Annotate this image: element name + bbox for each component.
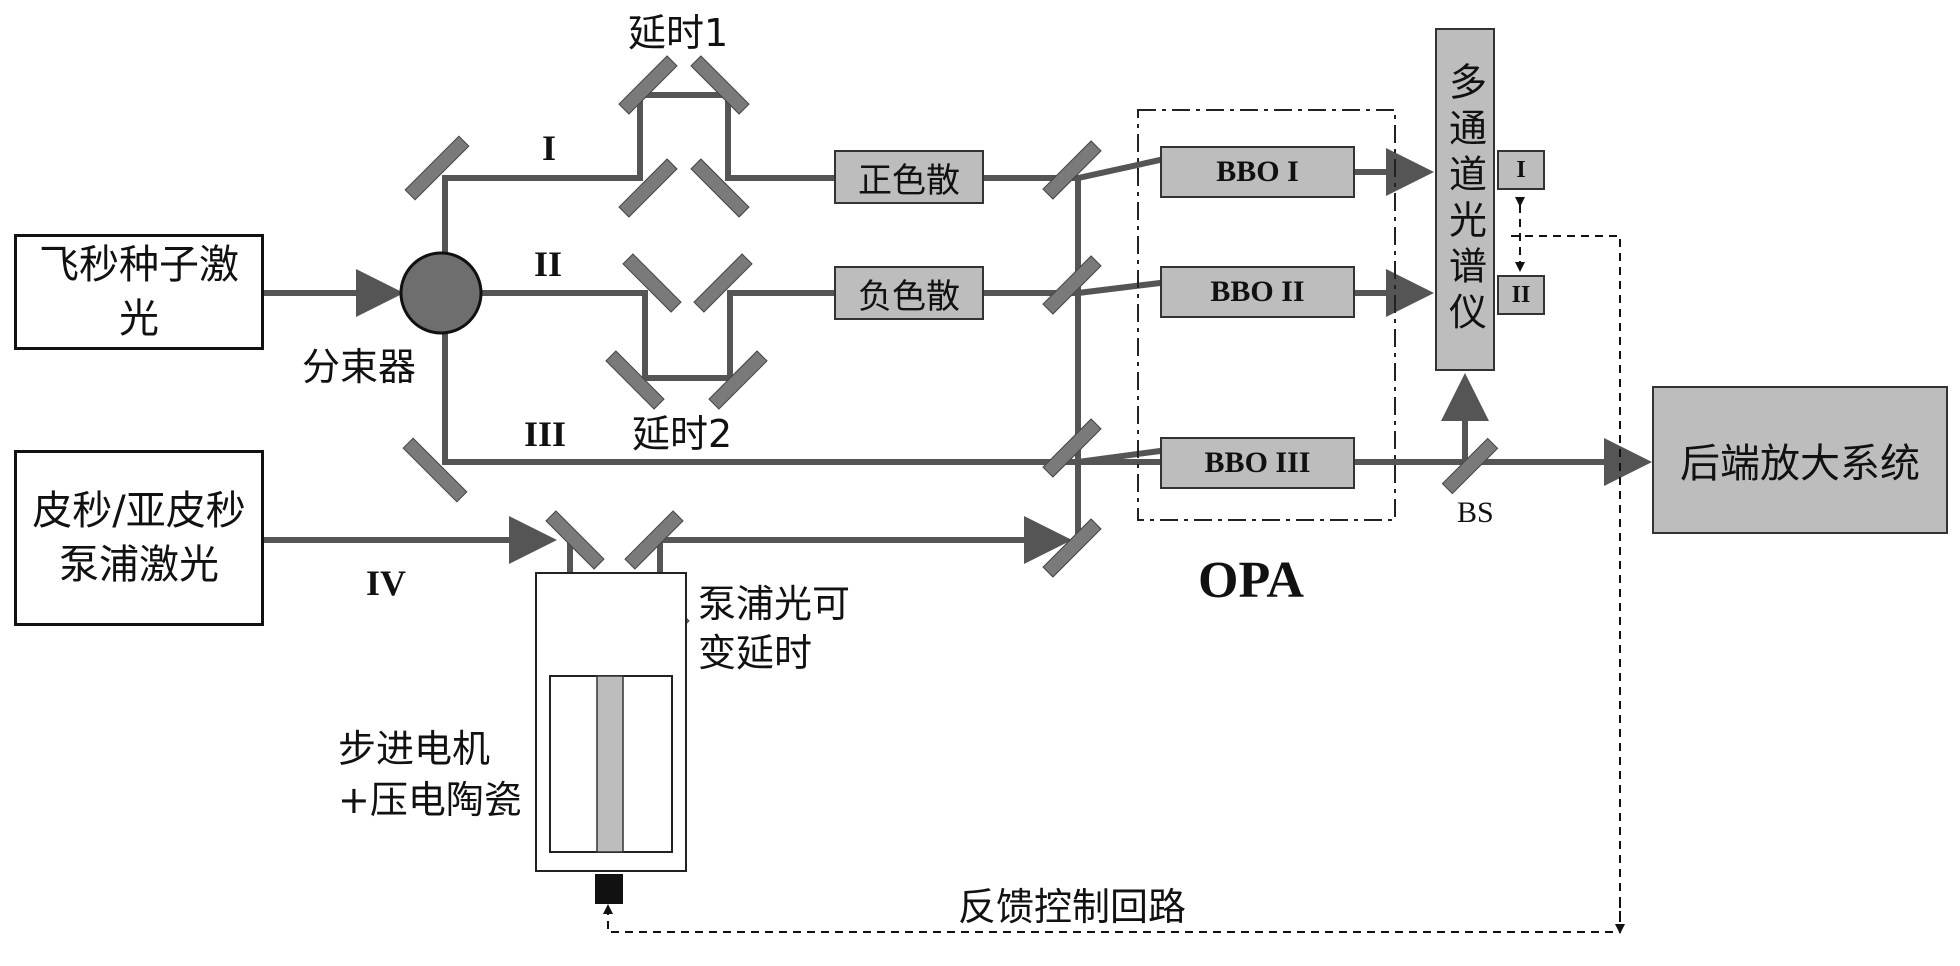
path-1-label: I <box>542 128 557 168</box>
spectrometer-port-2: II <box>1497 275 1545 315</box>
delay-2-mirror-c <box>708 350 768 410</box>
delay-2-label: 延时2 <box>632 412 733 456</box>
pump-laser-box: 皮秒/亚皮秒泵浦激光 <box>14 450 264 626</box>
bs-label: BS <box>1457 496 1494 529</box>
dichroic-mirror-2 <box>1042 255 1102 315</box>
dichroic-mirror-4 <box>1042 518 1102 578</box>
spectrometer-port-2-label: II <box>1511 281 1531 308</box>
pump-laser-label: 皮秒/亚皮秒泵浦激光 <box>32 488 246 588</box>
mirror-path-1 <box>404 135 470 201</box>
bbo-2-box: BBO II <box>1160 266 1355 318</box>
positive-dispersion-label: 正色散 <box>858 160 960 201</box>
seed-laser-box: 飞秒种子激光 <box>14 234 264 350</box>
delay-1-mirror-c <box>690 55 750 115</box>
bbo-2-label: BBO II <box>1210 275 1305 308</box>
motor-actuator <box>595 874 623 904</box>
motor-label: 步进电机+压电陶瓷 <box>338 727 522 823</box>
bs-mirror <box>1441 437 1499 495</box>
delay-2-mirror-d <box>693 253 753 313</box>
beam-splitter-icon <box>399 251 483 335</box>
bbo-3-box: BBO III <box>1160 437 1355 489</box>
delay-2-mirror-b <box>605 350 665 410</box>
spectrometer-port-1-label: I <box>1516 156 1526 183</box>
delay-2-mirror-a <box>622 253 682 313</box>
path-2-label: II <box>534 244 563 284</box>
seed-laser-label: 飞秒种子激光 <box>39 242 239 342</box>
feedback-loop-label: 反馈控制回路 <box>958 885 1187 929</box>
delay-2-loop <box>642 290 733 381</box>
positive-dispersion-box: 正色散 <box>834 150 984 204</box>
spectrometer-label: 多通道光谱仪 <box>1442 61 1487 338</box>
spectrometer-box: 多通道光谱仪 <box>1435 28 1495 371</box>
path-3-label: III <box>524 414 567 454</box>
bbo-3-label: BBO III <box>1204 446 1311 479</box>
backend-amplifier-box: 后端放大系统 <box>1652 386 1948 534</box>
delay-1-label: 延时1 <box>628 11 729 55</box>
bbo-1-label: BBO I <box>1216 155 1299 188</box>
negative-dispersion-label: 负色散 <box>858 276 960 317</box>
bbo-1-box: BBO I <box>1160 146 1355 198</box>
opa-region <box>1137 109 1396 521</box>
delay-1-mirror-b <box>618 55 678 115</box>
mirror-path-3 <box>402 437 468 503</box>
negative-dispersion-box: 负色散 <box>834 266 984 320</box>
dichroic-mirror-1 <box>1042 140 1102 200</box>
delay-1-mirror-a <box>618 158 678 218</box>
backend-amplifier-label: 后端放大系统 <box>1680 441 1920 487</box>
delay-1-loop <box>637 92 731 181</box>
piezo-rod <box>596 675 624 853</box>
spectrometer-port-1: I <box>1497 150 1545 190</box>
pump-delay-label: 泵浦光可变延时 <box>698 582 851 676</box>
dichroic-mirror-3 <box>1042 418 1102 478</box>
opa-label: OPA <box>1198 552 1304 609</box>
beam-splitter-label: 分束器 <box>302 345 417 389</box>
delay-1-mirror-d <box>690 158 750 218</box>
path-4-label: IV <box>366 563 407 603</box>
pump-mirror-out <box>624 510 684 570</box>
pump-mirror-in <box>545 510 605 570</box>
